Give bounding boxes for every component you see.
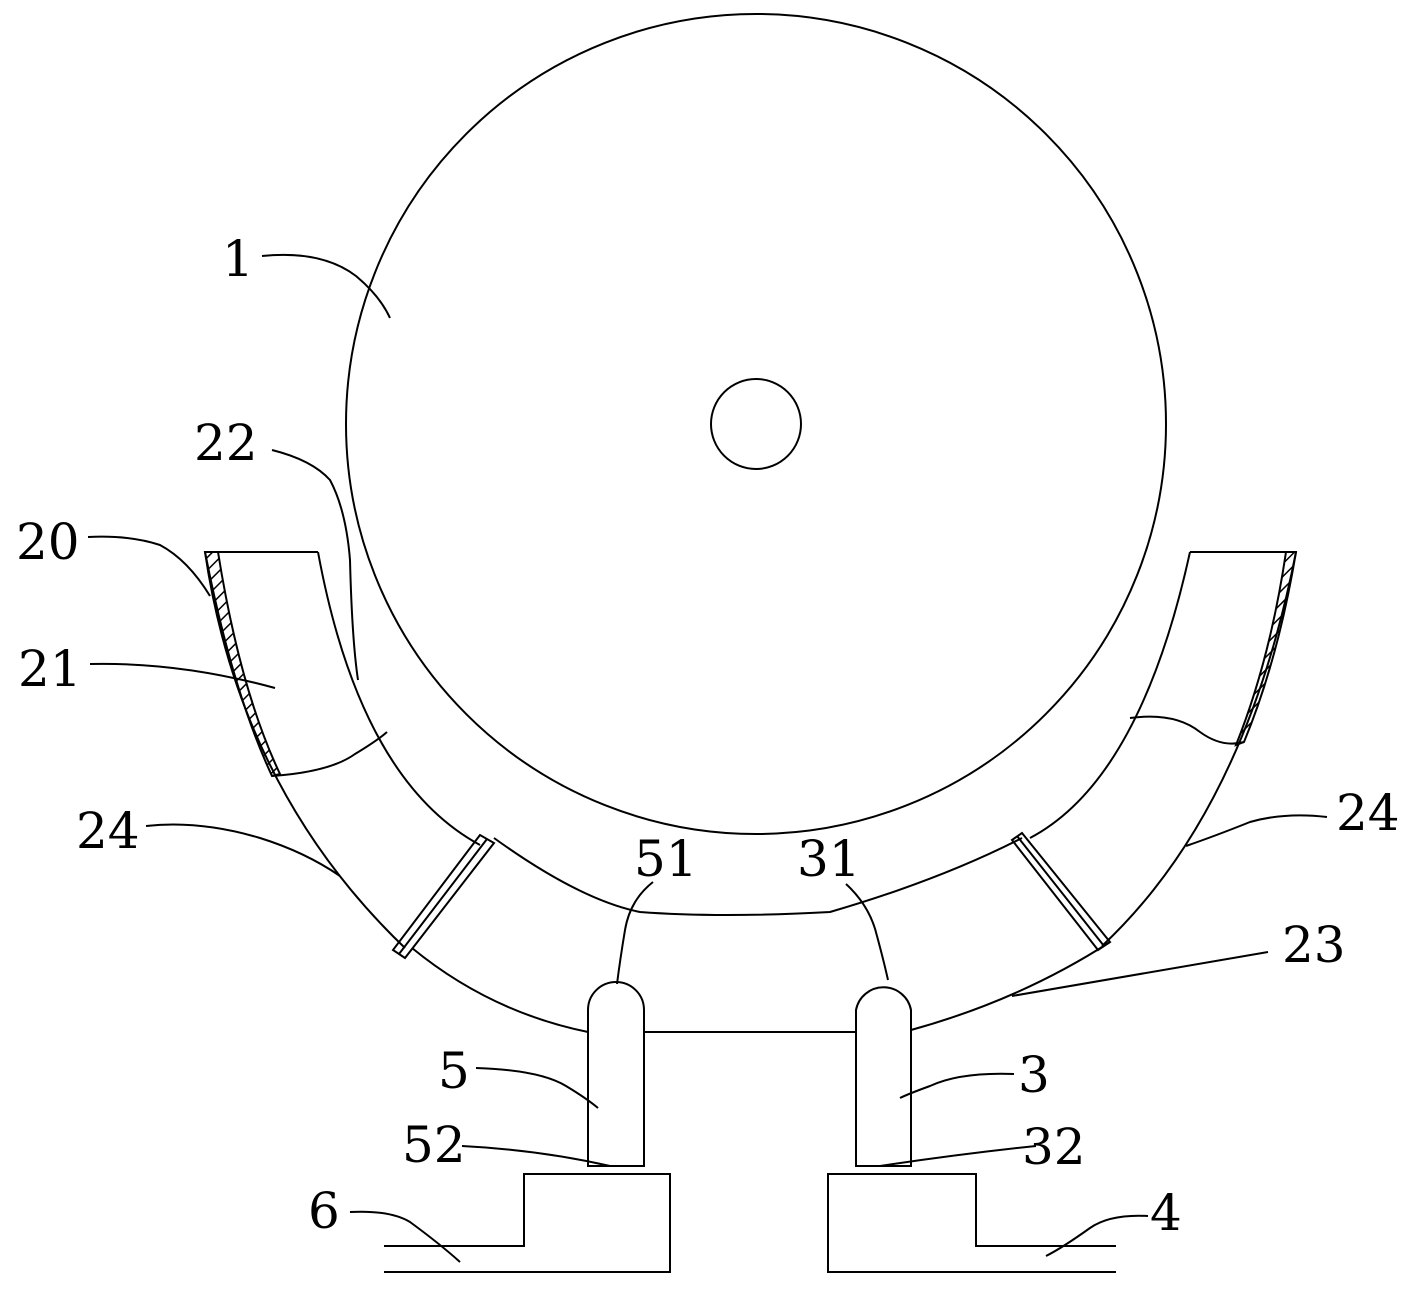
base-4: [827, 1173, 1116, 1273]
leader-6: [349, 1210, 461, 1263]
label-51: 51: [634, 830, 698, 888]
trough-inner-wall: [317, 551, 1191, 916]
liner-left: [203, 551, 282, 778]
leader-32: [879, 1145, 1037, 1167]
label-32: 32: [1022, 1118, 1086, 1176]
leader-31: [845, 883, 889, 981]
label-22: 22: [194, 414, 258, 472]
label-52: 52: [402, 1116, 466, 1174]
label-31: 31: [797, 830, 861, 888]
label-1: 1: [222, 230, 254, 288]
base-6: [384, 1173, 671, 1273]
rib-left: [391, 833, 496, 960]
pipe-5: [587, 981, 645, 1167]
drum-axle: [710, 378, 802, 470]
label-24-right: 24: [1336, 784, 1400, 842]
label-24-left: 24: [76, 802, 140, 860]
liner-right: [1234, 551, 1298, 747]
pipe-3: [855, 986, 912, 1167]
leader-20: [87, 535, 211, 597]
leader-5: [475, 1067, 599, 1109]
trough-outer-shell: [204, 551, 1297, 1033]
label-3: 3: [1018, 1046, 1050, 1104]
label-23: 23: [1282, 916, 1346, 974]
leader-52: [461, 1145, 611, 1167]
fluid-surface-left: [271, 731, 388, 777]
leader-22: [271, 449, 359, 681]
label-4: 4: [1150, 1184, 1182, 1242]
leader-4: [1045, 1214, 1149, 1257]
leader-1: [261, 253, 391, 319]
label-5: 5: [438, 1042, 470, 1100]
drum: [345, 13, 1167, 835]
leader-21: [89, 662, 276, 689]
fluid-surface-right: [1129, 715, 1245, 745]
leader-24-right: [1185, 814, 1328, 847]
leader-23: [1011, 951, 1269, 997]
leader-3: [899, 1072, 1015, 1099]
label-6: 6: [308, 1182, 340, 1240]
leader-51: [616, 881, 654, 985]
leader-24-left: [145, 823, 341, 877]
label-21: 21: [18, 640, 82, 698]
label-20: 20: [16, 513, 80, 571]
rib-right: [1010, 831, 1112, 952]
